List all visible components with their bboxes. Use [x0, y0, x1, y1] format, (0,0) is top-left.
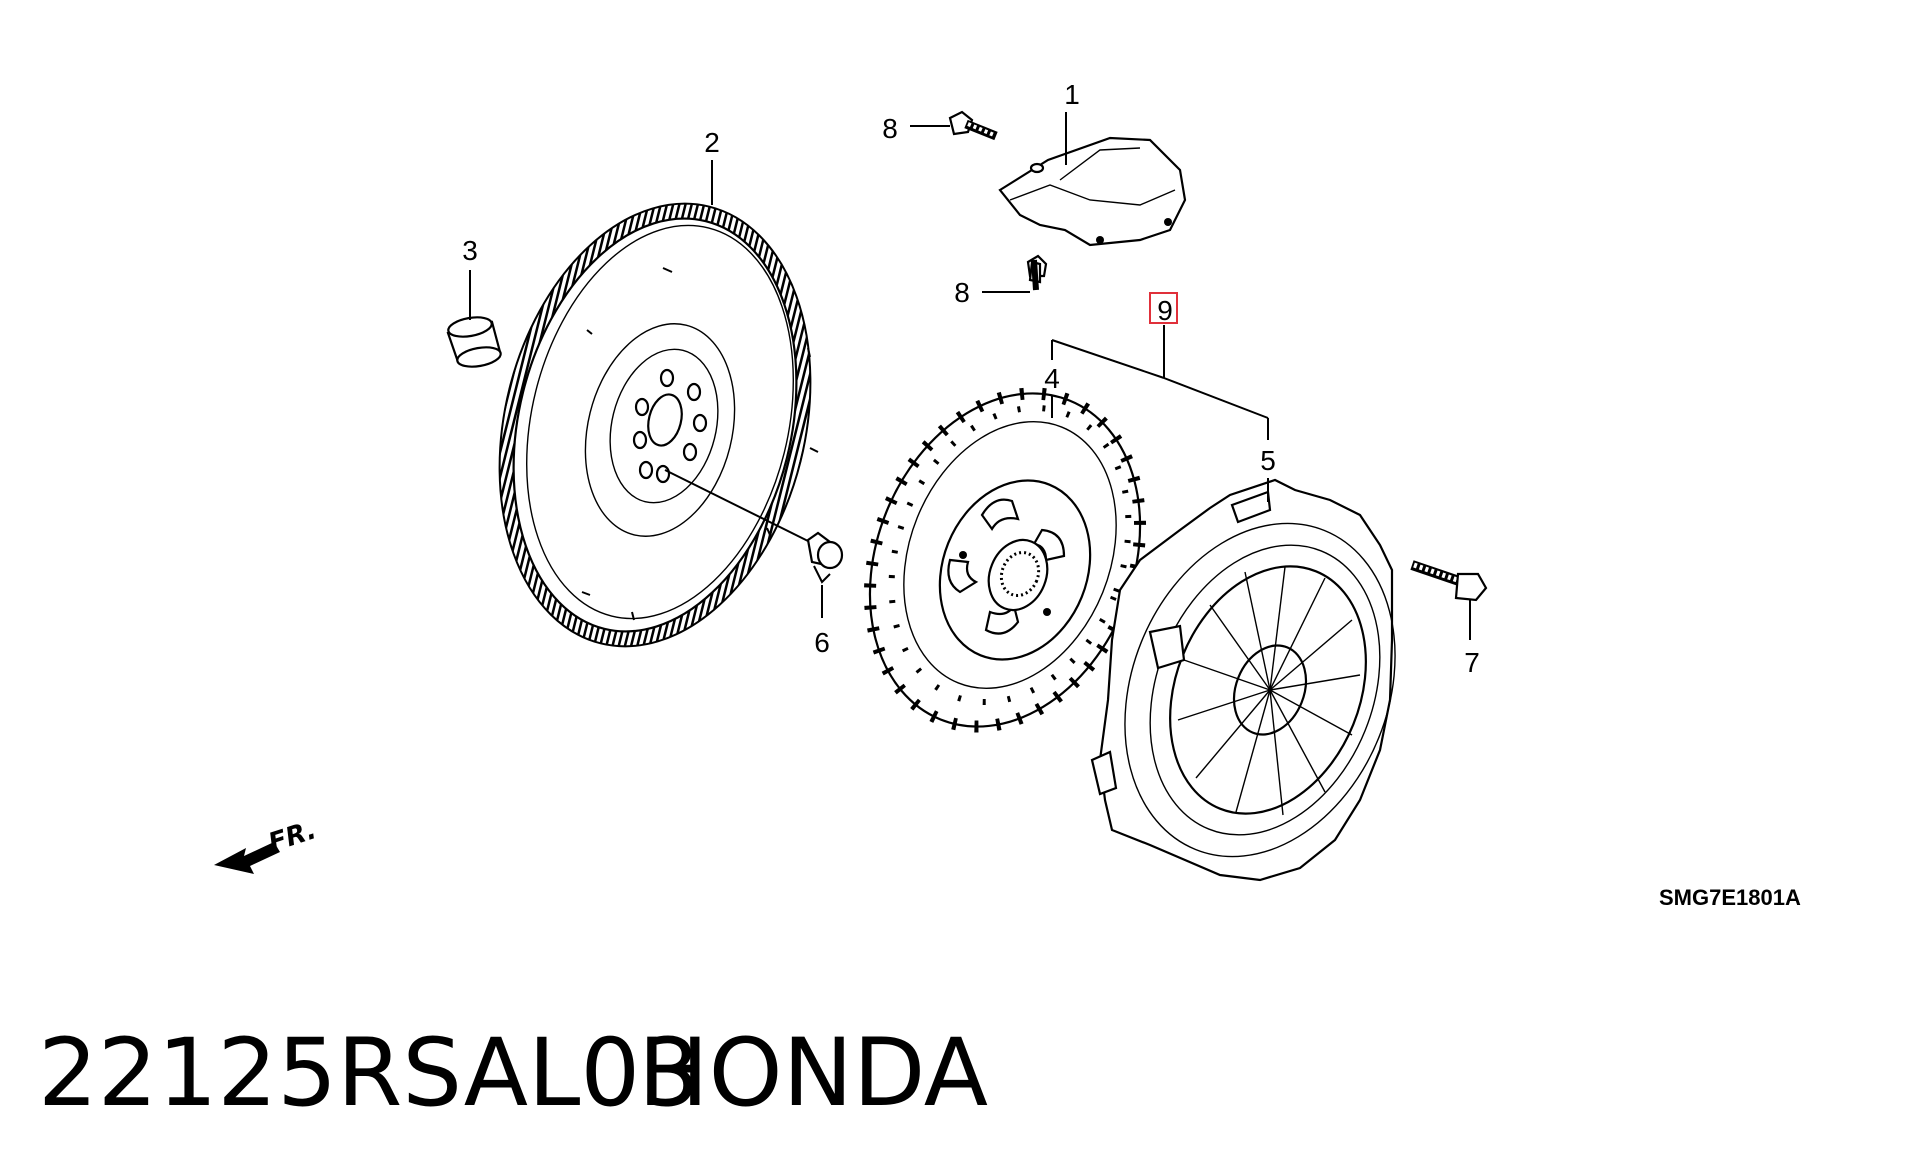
callout-1[interactable]: 1 — [1064, 79, 1080, 110]
diaphragm-fingers — [1169, 565, 1367, 816]
pilot-bushing — [446, 316, 502, 368]
flywheel-bolt-holes — [632, 368, 708, 484]
flywheel — [498, 202, 819, 648]
flywheel-pin-marks — [581, 267, 819, 621]
callout-4[interactable]: 4 — [1044, 363, 1060, 394]
callout-5[interactable]: 5 — [1260, 445, 1276, 476]
cover-bolt-upper — [948, 110, 998, 141]
dust-cover — [998, 136, 1187, 247]
direction-label: FR. — [265, 815, 320, 858]
pressure-plate — [1090, 478, 1396, 882]
front-direction-arrow: FR. — [214, 815, 320, 874]
callout-9[interactable]: 9 — [1157, 295, 1173, 326]
callout-3[interactable]: 3 — [462, 235, 478, 266]
part-number: 22125RSAL03 — [38, 1019, 700, 1128]
pressure-plate-bolt — [1410, 560, 1488, 602]
callout-9-highlight[interactable]: 9 — [1149, 292, 1178, 326]
callout-6[interactable]: 6 — [814, 627, 830, 658]
brand-name: HONDA — [638, 1019, 988, 1128]
callout-7[interactable]: 7 — [1464, 647, 1480, 678]
flywheel-bolt — [664, 469, 844, 584]
callout-2[interactable]: 2 — [704, 127, 720, 158]
callout-8-upper[interactable]: 8 — [882, 113, 898, 144]
cover-bolt-lower — [1026, 254, 1048, 291]
callout-8-lower[interactable]: 8 — [954, 277, 970, 308]
leader-lines — [469, 112, 1471, 640]
drawing-code: SMG7E1801A — [1659, 885, 1801, 910]
